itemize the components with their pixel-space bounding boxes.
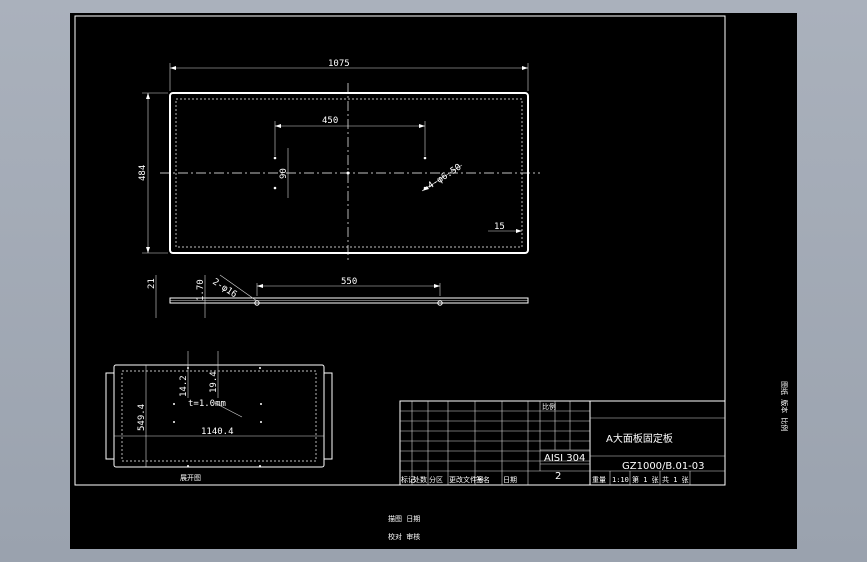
- material-value: AISI 304: [544, 453, 585, 464]
- mount-hole: [423, 156, 427, 160]
- flat-hole: [259, 465, 261, 467]
- note-line-1: 描图 日期: [388, 514, 420, 523]
- row-label: 分区: [429, 475, 443, 484]
- drawing-sheet[interactable]: 1075 484 450: [70, 13, 797, 549]
- thickness-note: t=1.0mm: [188, 399, 226, 409]
- flat-hole: [260, 421, 262, 423]
- side-margin-text: 图纸 版本 比例: [780, 381, 789, 431]
- row-label: 标记: [401, 475, 415, 484]
- dim-flat-width: 1140.4: [201, 427, 234, 437]
- dim-hole-offset: 90: [279, 168, 289, 179]
- dim-flat-a: 14.2: [179, 375, 189, 397]
- part-name: A大面板固定板: [606, 432, 673, 445]
- side-hole-callout: 2-φ16: [210, 277, 238, 300]
- dim-overall-length: 1075: [328, 59, 350, 69]
- center-point: [346, 171, 350, 175]
- flat-flange-right: [323, 372, 333, 460]
- flat-hole: [259, 367, 261, 369]
- title-scale-label: 比例: [542, 402, 556, 411]
- bottom-cell: 重量: [592, 476, 606, 484]
- flat-hole: [260, 403, 262, 405]
- thickness-leader: [214, 402, 243, 418]
- dim-flat-height: 549.4: [137, 404, 147, 431]
- dim-overall-width: 484: [138, 165, 148, 181]
- dim-flat-b: 19.4: [209, 371, 219, 393]
- flat-bend-lines: [121, 370, 317, 462]
- hole-callout: 4-φ6.50: [426, 162, 463, 191]
- plan-view: 1075 484 450: [138, 59, 540, 263]
- mount-hole: [273, 156, 277, 160]
- flat-pattern-label: 展开图: [180, 474, 201, 482]
- dim-edge-margin: 15: [494, 222, 505, 232]
- drawing-canvas: 1075 484 450: [74, 15, 789, 541]
- dim-side-spacing: 550: [341, 277, 357, 287]
- row-label: 日期: [503, 476, 517, 484]
- bottom-cell: 第 1 张: [632, 475, 659, 484]
- row-label: 签名: [476, 475, 490, 484]
- flat-hole: [173, 421, 175, 423]
- flat-hole: [187, 465, 189, 467]
- flat-flange-left: [105, 372, 115, 460]
- side-view: 21 1.70 2-φ16 550: [147, 274, 529, 318]
- dim-side-thickness: 21: [147, 278, 157, 289]
- bottom-cell: 共 1 张: [662, 475, 689, 484]
- mount-hole: [273, 186, 277, 190]
- drawing-number: GZ1000/B.01-03: [622, 461, 705, 472]
- flat-hole: [173, 403, 175, 405]
- dim-side-depth: 1.70: [196, 279, 206, 301]
- side-hole: [437, 300, 443, 306]
- quantity-value: 2: [555, 471, 561, 482]
- row-label: 更改文件号: [449, 475, 484, 484]
- bottom-cell: 1:10: [612, 476, 629, 484]
- side-hole-leader: [219, 274, 258, 302]
- title-block: 比例 标记 处数 分区 更改文件号 签名 日期 AISI 304 2 A大面板固…: [399, 400, 726, 486]
- title-block-frame: [399, 400, 726, 486]
- row-label: 处数: [413, 475, 427, 484]
- hole-callout-leader: [421, 164, 463, 192]
- dim-hole-spacing: 450: [322, 116, 338, 126]
- note-line-2: 校对 审核: [388, 532, 420, 541]
- flat-pattern-view: 549.4 1140.4 14.2 19.4 t=1.0mm 展开图: [105, 351, 333, 482]
